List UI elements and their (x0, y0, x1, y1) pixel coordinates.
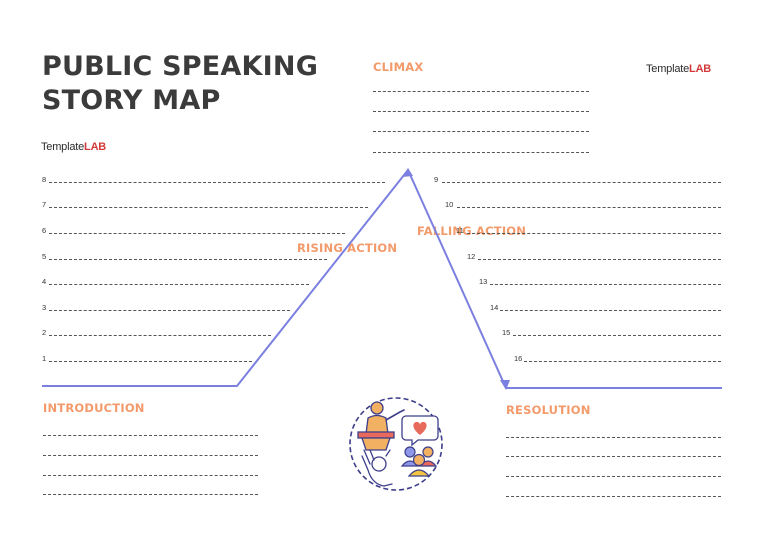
title-line-2: STORY MAP (42, 85, 221, 116)
falling-number: 12 (467, 252, 476, 261)
logo-lab-text: LAB (84, 141, 107, 153)
page-title: PUBLIC SPEAKING STORY MAP (42, 50, 318, 118)
climax-write-line[interactable] (373, 131, 589, 132)
resolution-write-line[interactable] (506, 496, 721, 497)
rising-number: 1 (42, 354, 47, 363)
rising-write-line[interactable] (49, 361, 252, 362)
rising-number: 3 (42, 303, 47, 312)
introduction-write-line[interactable] (43, 475, 258, 476)
climax-heading: CLIMAX (373, 60, 424, 74)
introduction-write-line[interactable] (43, 435, 258, 436)
rising-number: 5 (42, 252, 47, 261)
story-arc-line (42, 168, 722, 389)
falling-write-line[interactable] (513, 335, 721, 336)
rising-write-line[interactable] (49, 284, 309, 285)
climax-write-line[interactable] (373, 152, 589, 153)
rising-number: 2 (42, 328, 47, 337)
rising-number: 8 (42, 175, 47, 184)
falling-write-line[interactable] (467, 233, 721, 234)
introduction-heading: INTRODUCTION (43, 401, 145, 415)
rising-write-line[interactable] (49, 207, 368, 208)
logo-template-text: Template (646, 63, 690, 75)
climax-write-line[interactable] (373, 91, 589, 92)
climax-arrow-icon (402, 168, 413, 177)
falling-number: 14 (490, 303, 499, 312)
templatelab-logo-right: TemplateLAB (646, 63, 711, 75)
falling-number: 16 (514, 354, 523, 363)
falling-number: 13 (479, 277, 488, 286)
falling-number: 15 (502, 328, 511, 337)
rising-number: 6 (42, 226, 47, 235)
falling-write-line[interactable] (490, 284, 721, 285)
templatelab-logo-left: TemplateLAB (41, 141, 106, 153)
public-speaking-icon (349, 397, 443, 491)
rising-write-line[interactable] (49, 182, 385, 183)
rising-write-line[interactable] (49, 233, 345, 234)
introduction-write-line[interactable] (43, 455, 258, 456)
rising-number: 4 (42, 277, 47, 286)
logo-template-text: Template (41, 141, 85, 153)
falling-number: 9 (434, 175, 439, 184)
falling-write-line[interactable] (478, 259, 721, 260)
falling-action-heading: FALLING ACTION (417, 224, 527, 238)
falling-write-line[interactable] (524, 361, 721, 362)
falling-write-line[interactable] (442, 182, 721, 183)
rising-write-line[interactable] (49, 335, 271, 336)
falling-number: 11 (456, 226, 464, 235)
resolution-write-line[interactable] (506, 476, 721, 477)
resolution-write-line[interactable] (506, 437, 721, 438)
resolution-write-line[interactable] (506, 456, 721, 457)
falling-write-line[interactable] (500, 310, 721, 311)
resolution-heading: RESOLUTION (506, 403, 591, 417)
logo-lab-text: LAB (689, 63, 712, 75)
resolution-arrow-icon (500, 380, 510, 390)
rising-write-line[interactable] (49, 310, 290, 311)
climax-write-line[interactable] (373, 111, 589, 112)
falling-number: 10 (445, 200, 454, 209)
rising-write-line[interactable] (49, 259, 327, 260)
rising-number: 7 (42, 200, 47, 209)
falling-write-line[interactable] (457, 207, 721, 208)
introduction-write-line[interactable] (43, 494, 258, 495)
title-line-1: PUBLIC SPEAKING (42, 51, 319, 82)
